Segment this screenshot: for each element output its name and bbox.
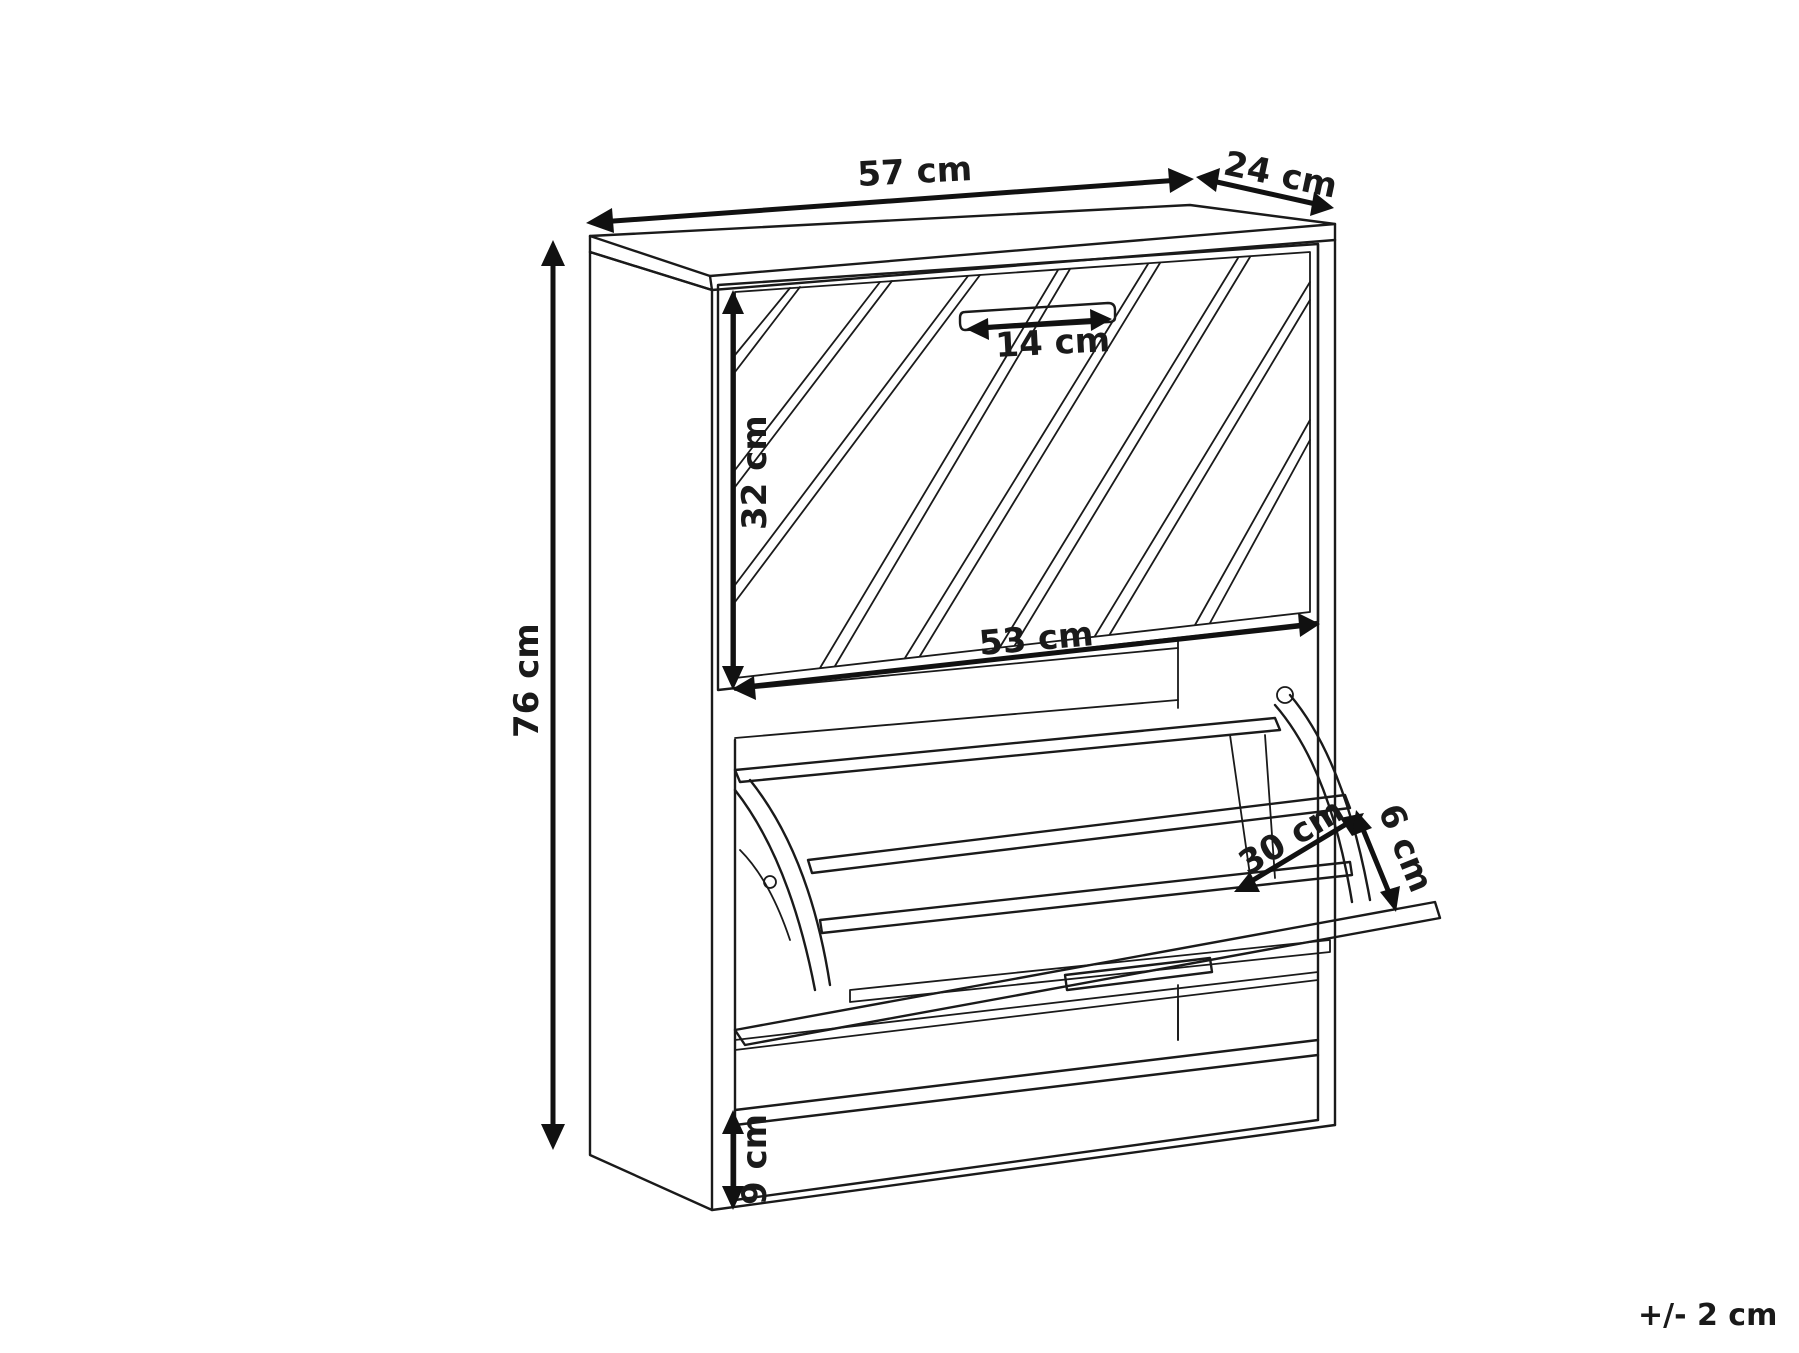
cabinet-body xyxy=(588,203,1337,1212)
handle-width-label: 14 cm xyxy=(994,320,1111,366)
door-width-label: 53 cm xyxy=(977,614,1095,664)
door-diagonal-pattern xyxy=(734,256,1311,669)
middle-frame xyxy=(734,639,1179,739)
shoe-compartment xyxy=(733,686,1442,1047)
door-height-label: 32 cm xyxy=(735,415,775,530)
height-label: 76 cm xyxy=(507,623,547,738)
dimension-lines xyxy=(541,168,1400,1210)
top-door-handle xyxy=(958,301,1117,332)
width-label: 57 cm xyxy=(856,149,973,195)
bottom-door xyxy=(733,900,1442,1047)
base-height-label: 9 cm xyxy=(735,1114,775,1205)
compartment-height-label: 6 cm xyxy=(1370,798,1441,897)
compartment-depth-label: 30 cm xyxy=(1232,790,1351,883)
tolerance-label: +/- 2 cm xyxy=(1638,1298,1777,1333)
left-side-panel xyxy=(588,250,714,1212)
bottom-door-handle xyxy=(1063,956,1214,992)
dimension-labels: 57 cm 24 cm 76 cm 14 cm 32 cm 53 cm 30 c… xyxy=(507,144,1441,1205)
